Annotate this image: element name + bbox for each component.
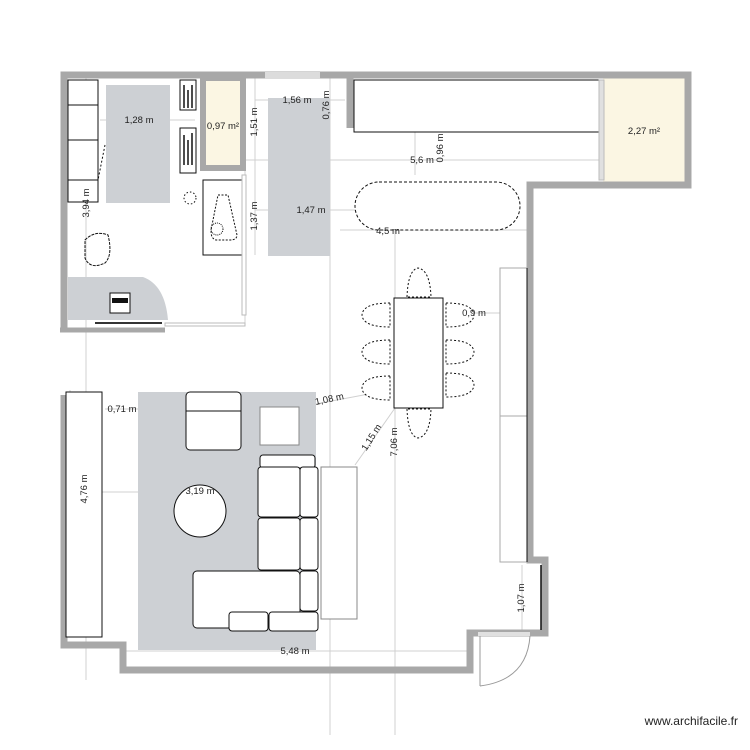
svg-text:1,51 m: 1,51 m — [249, 107, 260, 136]
svg-text:5,48 m: 5,48 m — [280, 646, 309, 657]
kitchen-island — [354, 181, 521, 231]
bedroom-closet — [67, 79, 99, 203]
right-cabinet-upper — [499, 267, 528, 417]
right-cabinet-lower — [499, 415, 528, 563]
bathroom-counter — [202, 179, 244, 256]
tv-unit — [320, 466, 358, 620]
svg-text:3,19 m: 3,19 m — [185, 486, 214, 497]
svg-text:4,76 m: 4,76 m — [79, 474, 90, 503]
bedroom-rug — [106, 85, 170, 203]
plant-icon — [183, 191, 197, 205]
living-bookcase — [65, 391, 103, 638]
top-door-opening — [265, 72, 320, 79]
wc-area-label: 0,97 m² — [207, 121, 239, 132]
entrance-door-swing — [479, 635, 531, 687]
walls — [60, 71, 692, 674]
svg-text:1,37 m: 1,37 m — [249, 201, 260, 230]
living-furniture — [173, 391, 319, 632]
svg-text:3,94 m: 3,94 m — [81, 188, 92, 217]
wc-room — [200, 75, 246, 171]
svg-text:0,71 m: 0,71 m — [107, 404, 136, 415]
svg-text:0,96 m: 0,96 m — [435, 133, 446, 162]
hallway-rug — [268, 98, 330, 256]
svg-text:1,28 m: 1,28 m — [124, 115, 153, 126]
svg-text:4,5 m: 4,5 m — [376, 226, 400, 237]
shelf-unit — [179, 79, 197, 174]
bedroom-chair — [84, 232, 111, 267]
svg-text:7,06 m: 7,06 m — [389, 427, 400, 456]
svg-text:0,9 m: 0,9 m — [462, 308, 486, 319]
svg-text:1,56 m: 1,56 m — [282, 95, 311, 106]
kitchen-counter — [353, 79, 600, 133]
dining-chairs — [361, 267, 475, 439]
watermark: www.archifacile.fr — [644, 714, 738, 728]
dining-table — [393, 297, 444, 409]
svg-text:1,15 m: 1,15 m — [360, 422, 385, 453]
svg-text:0,76 m: 0,76 m — [321, 90, 332, 119]
storage-area-label: 2,27 m² — [628, 126, 660, 137]
svg-text:5,6 m: 5,6 m — [410, 155, 434, 166]
svg-text:1,47 m: 1,47 m — [296, 205, 325, 216]
storage-room — [603, 78, 685, 183]
svg-text:1,07 m: 1,07 m — [516, 583, 527, 612]
dimension-labels: 1,28 m 3,94 m 1,56 m 0,76 m 1,51 m 1,37 … — [79, 90, 527, 657]
